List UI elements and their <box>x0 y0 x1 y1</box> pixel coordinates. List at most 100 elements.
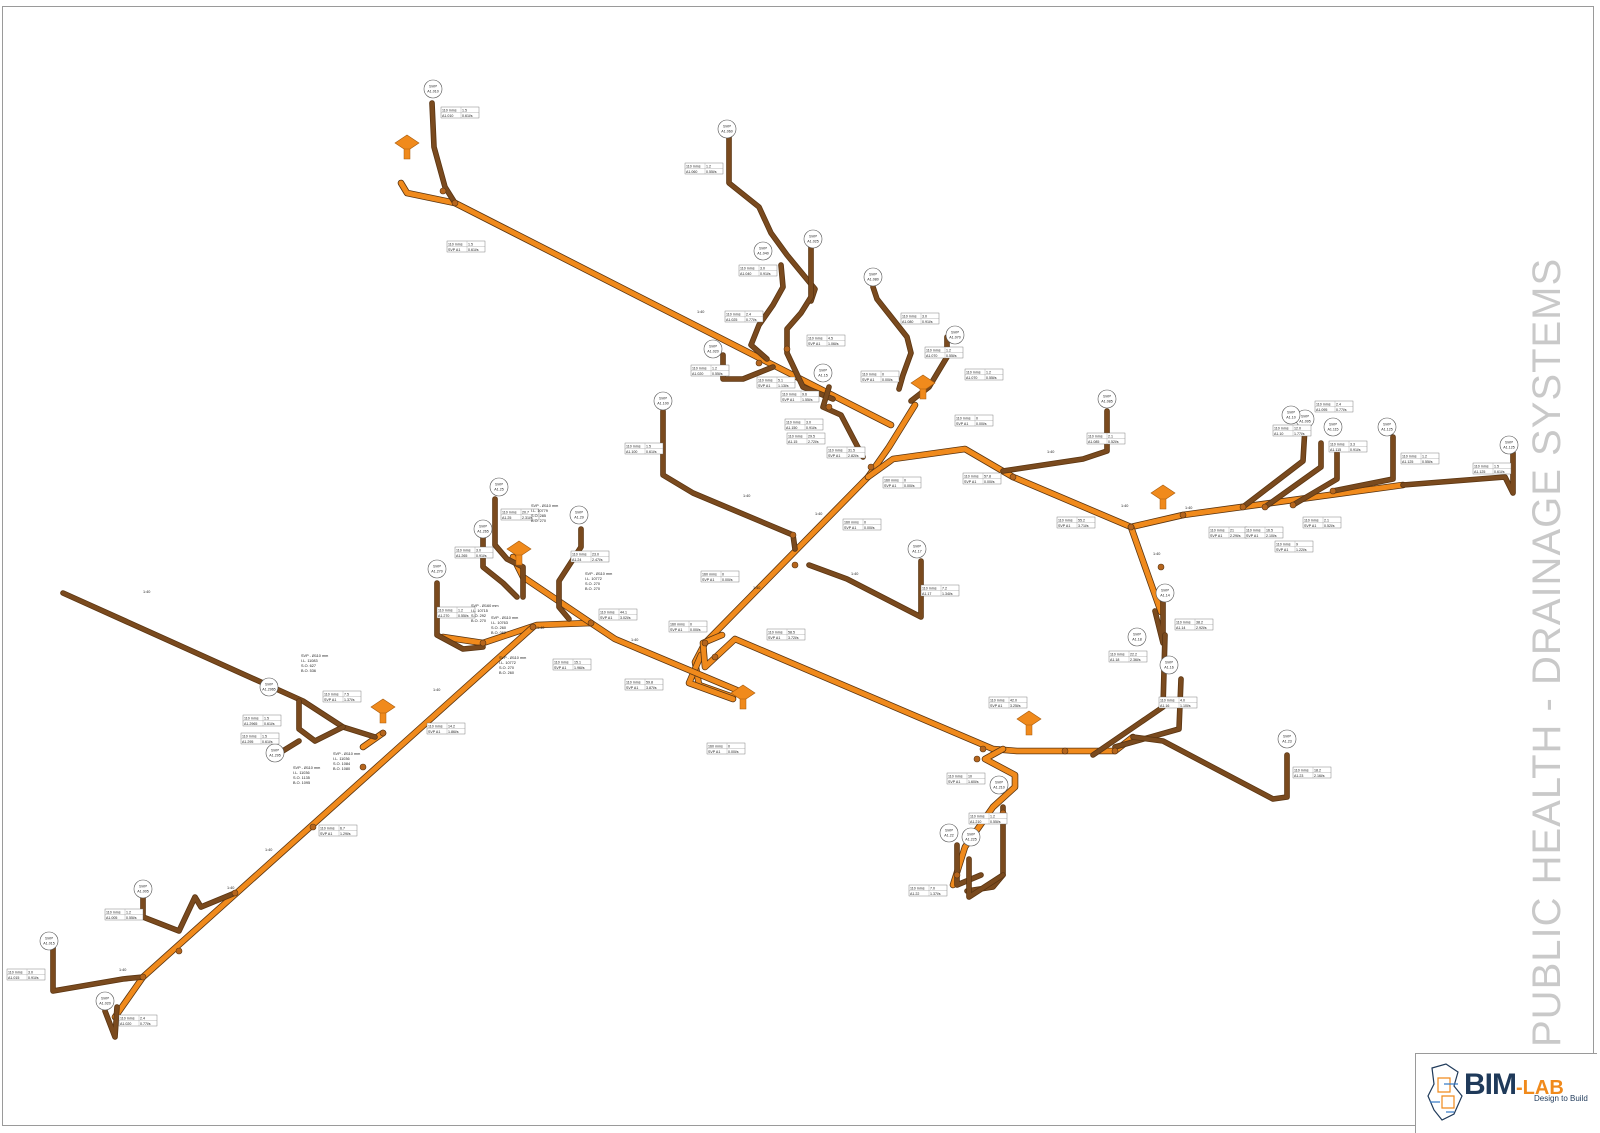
gradient-label: 1:40 <box>1185 506 1192 510</box>
stack-type-label: SVP <box>809 234 817 239</box>
tag-stack-ref: A1.125 <box>1474 470 1485 474</box>
tag-flow-units: 14.2 <box>448 724 455 728</box>
gradient-label: 1:40 <box>433 688 440 692</box>
tag-flow-units: 1.5 <box>462 108 467 112</box>
tag-flow-units: 2.4 <box>1336 402 1341 406</box>
tag-pipe-size: 110 mms <box>324 692 339 696</box>
tag-flow-units: 5.1 <box>778 378 783 382</box>
stack-type-label: SVP <box>271 748 279 753</box>
branch-pipe <box>1401 451 1515 495</box>
tag-flow-rate: 0.77l/s <box>1336 408 1347 412</box>
branch-pipe <box>871 285 913 391</box>
gradient-label: 1:40 <box>1153 552 1160 556</box>
note-line: I.L. 11036 <box>293 771 310 775</box>
tag-flow-rate: 1.29l/s <box>340 832 351 836</box>
tag-pipe-size: 110 mms <box>244 716 259 720</box>
tag-flow-units: 7.0 <box>930 886 935 890</box>
note-line: SVP - Ø110 mm <box>293 766 320 770</box>
tag-pipe-size: 110 mms <box>120 1016 135 1020</box>
stack-code-label: A1.16 <box>1164 666 1173 670</box>
tag-flow-rate: 0.00l/s <box>728 750 739 754</box>
tag-flow-rate: 0.91l/s <box>28 976 39 980</box>
tag-flow-units: 3.0 <box>922 314 927 318</box>
tag-flow-units: 0 <box>722 572 724 576</box>
tag-stack-ref: A1.005 <box>106 916 117 920</box>
tag-stack-ref: SVP A1 <box>708 750 720 754</box>
tag-pipe-size: 110 mms <box>1088 434 1103 438</box>
tag-stack-ref: SVP A1 <box>1304 524 1316 528</box>
tag-pipe-size: 110 mms <box>1246 528 1261 532</box>
branch-pipe <box>785 237 835 401</box>
tag-flow-rate: 0.61l/s <box>468 248 479 252</box>
stack-type-label: SVP <box>1161 588 1169 593</box>
tag-flow-rate: 2.10l/s <box>1266 534 1277 538</box>
tag-flow-units: 38.2 <box>1196 620 1203 624</box>
tag-pipe-size: 110 mms <box>442 108 457 112</box>
tag-stack-ref: SVP A1 <box>1210 534 1222 538</box>
pipe-fitting <box>1239 503 1247 511</box>
branch-pipe <box>61 591 377 739</box>
note-line: I.L. 10715 <box>471 609 488 613</box>
pipe-fitting <box>701 639 709 647</box>
tag-stack-ref: A1.015 <box>8 976 19 980</box>
tag-pipe-size: 110 mms <box>990 698 1005 702</box>
stack-type-label: SVP <box>265 682 273 687</box>
tag-stack-ref: A1.070 <box>926 354 937 358</box>
tag-flow-rate: 0.91l/s <box>1350 448 1361 452</box>
gradient-label: 1:40 <box>227 886 234 890</box>
tag-flow-units: 3.0 <box>806 420 811 424</box>
stack-type-label: SVP <box>495 482 503 487</box>
tag-pipe-size: 110 mms <box>910 886 925 890</box>
pipe-fitting <box>1329 487 1337 495</box>
stack-type-label: SVP <box>433 564 441 569</box>
pipe-fitting <box>1157 563 1165 571</box>
stack-type-label: SVP <box>1383 422 1391 427</box>
gradient-label: 1:40 <box>265 848 272 852</box>
branch-pipe <box>821 385 865 459</box>
tag-flow-units: 4.0 <box>1180 698 1185 702</box>
tag-flow-units: 22.2 <box>1130 652 1137 656</box>
tag-flow-rate: 2.47l/s <box>592 558 603 562</box>
pipe-fitting <box>979 745 987 753</box>
gradient-label: 1:40 <box>143 590 150 594</box>
tag-pipe-size: 110 mms <box>758 378 773 382</box>
tag-stack-ref: A1.18 <box>1110 658 1119 662</box>
tag-pipe-size: 110 mms <box>554 660 569 664</box>
tag-pipe-size: 110 mms <box>1058 518 1073 522</box>
tag-flow-units: 31.5 <box>848 448 855 452</box>
pipe-fitting <box>479 639 487 647</box>
stack-code-label: A1.270 <box>431 570 442 574</box>
tag-stack-ref: SVP A1 <box>1058 524 1070 528</box>
note-line: I.L. 11036 <box>333 757 350 761</box>
logo-map-icon <box>1427 1063 1463 1121</box>
gradient-label: 1:40 <box>1047 450 1054 454</box>
branch-pipe <box>909 335 949 403</box>
branch-pipe <box>430 101 457 205</box>
stack-type-label: SVP <box>1165 660 1173 665</box>
tag-flow-rate: 3.02l/s <box>620 616 631 620</box>
stack-code-label: A1.14 <box>1160 594 1169 598</box>
stack-type-label: SVP <box>723 124 731 129</box>
tag-flow-rate: 1.34l/s <box>942 592 953 596</box>
note-line: S.O. 285 <box>531 514 546 518</box>
stack-code-label: A1.225 <box>965 838 976 842</box>
tag-stack-ref: A1.100 <box>626 450 637 454</box>
tag-flow-units: 1.5 <box>264 716 269 720</box>
outlet-gully <box>394 134 420 160</box>
tag-flow-rate: 0.55l/s <box>706 170 717 174</box>
branch-pipe <box>1291 451 1339 507</box>
